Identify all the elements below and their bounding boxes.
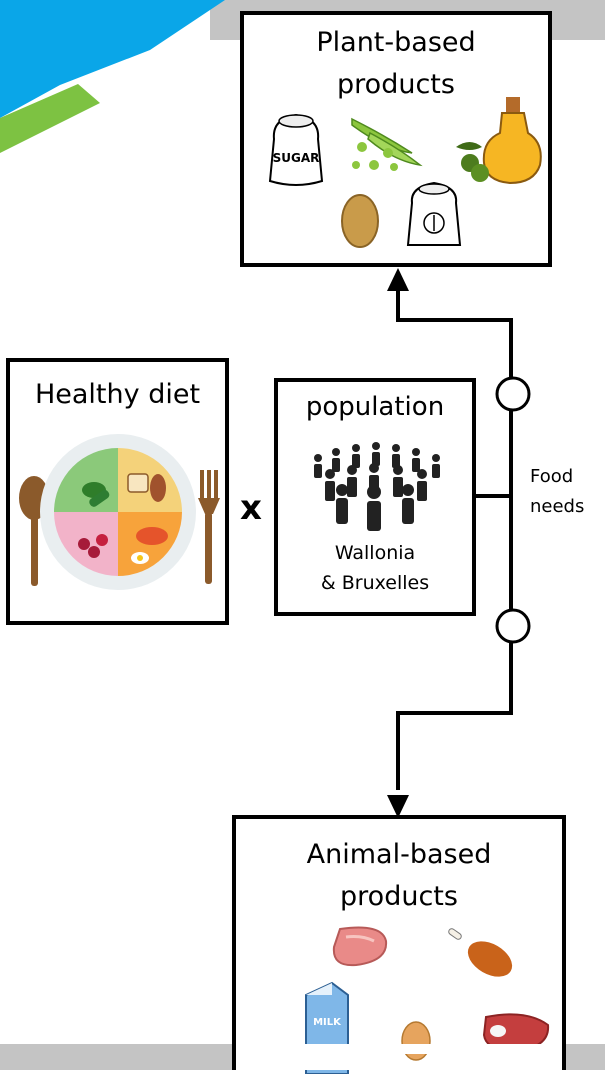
healthy-diet-box: Healthy diet bbox=[6, 358, 229, 625]
bottom-block-3 bbox=[480, 1044, 554, 1056]
plant-title-line2: products bbox=[337, 69, 455, 100]
arrow-up-icon bbox=[387, 268, 409, 291]
region-line2: & Bruxelles bbox=[320, 572, 430, 594]
region-line1: Wallonia bbox=[334, 542, 416, 564]
milk-label: MILK bbox=[313, 1017, 342, 1028]
chicken-leg-icon bbox=[448, 928, 513, 977]
flour-bag-icon bbox=[406, 181, 462, 246]
animal-based-box: Animal-based products MILK bbox=[232, 815, 566, 1074]
bottom-block-2 bbox=[383, 1044, 439, 1054]
valve-bottom-icon bbox=[495, 608, 531, 644]
food-needs-label: Food needs bbox=[530, 462, 584, 522]
animal-title-line1: Animal-based bbox=[306, 839, 492, 870]
food-needs-line2: needs bbox=[530, 496, 585, 517]
population-box: population Wallonia & Bruxelles bbox=[274, 378, 476, 616]
diet-plate-illustration bbox=[19, 434, 220, 590]
diet-title: Healthy diet bbox=[34, 379, 201, 410]
population-title: population bbox=[305, 392, 445, 422]
plant-based-box: Plant-based products SUGAR bbox=[240, 11, 552, 267]
crowd-icon bbox=[314, 442, 440, 531]
animal-connector-line bbox=[396, 640, 513, 790]
sugar-bag-icon: SUGAR bbox=[268, 113, 324, 186]
fork-icon bbox=[198, 470, 220, 584]
potato-icon bbox=[341, 194, 379, 248]
plant-title-line1: Plant-based bbox=[316, 27, 476, 58]
animal-title-line2: products bbox=[340, 881, 458, 912]
plant-products-illustration: SUGAR bbox=[268, 97, 542, 248]
bottom-block-1 bbox=[269, 1044, 361, 1070]
peas-icon bbox=[351, 117, 423, 171]
diet-plate-icon bbox=[40, 434, 196, 590]
sugar-label: SUGAR bbox=[273, 151, 320, 165]
food-needs-line1: Food bbox=[530, 466, 574, 487]
multiply-operator: x bbox=[240, 488, 262, 528]
olive-oil-icon bbox=[456, 97, 542, 185]
arrow-down-icon bbox=[387, 795, 409, 818]
blue-swoosh bbox=[0, 0, 225, 118]
plant-connector-line bbox=[396, 285, 513, 380]
steak-icon bbox=[332, 926, 388, 967]
animal-products-illustration: MILK bbox=[305, 926, 550, 1074]
valve-top-icon bbox=[495, 376, 531, 412]
green-swoosh bbox=[0, 84, 100, 153]
